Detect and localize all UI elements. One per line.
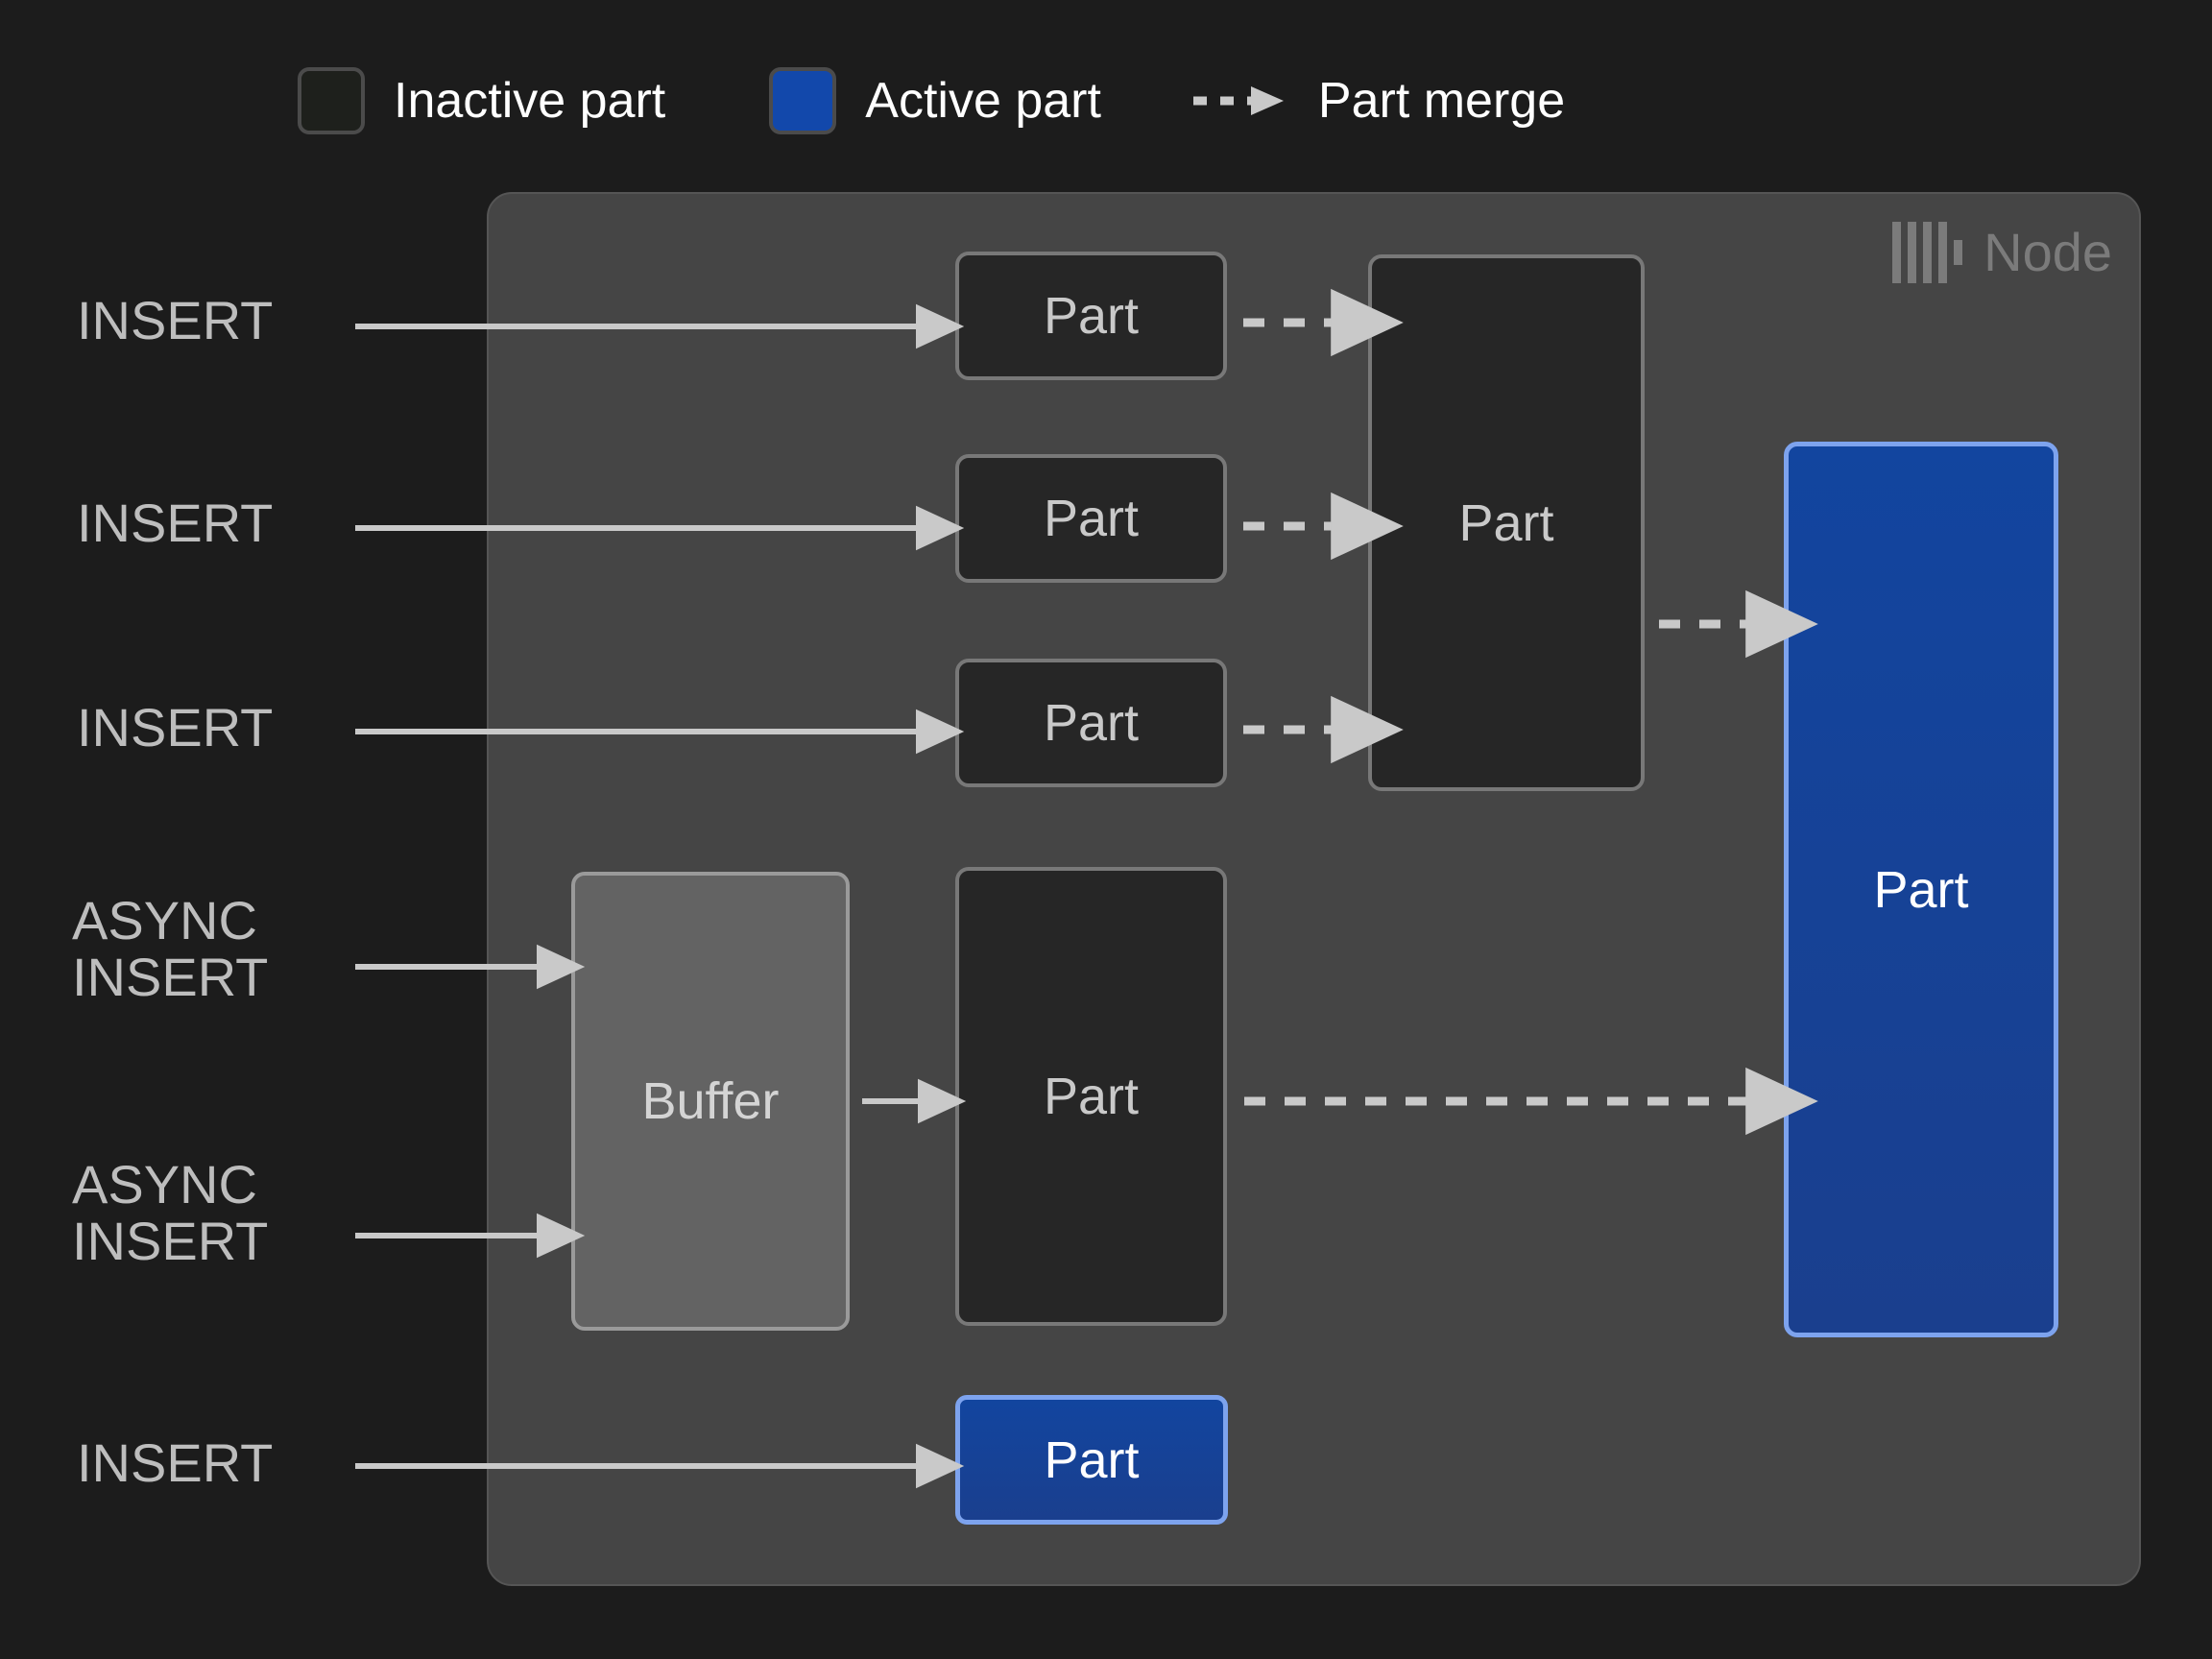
part-box-top-1[interactable]: Part: [955, 252, 1227, 380]
active-part-swatch-icon: [769, 67, 837, 134]
part-box-label: Part: [1458, 493, 1554, 552]
operation-label-insert-2: INSERT: [77, 493, 274, 553]
part-box-label: Part: [1043, 490, 1140, 547]
buffer-box-label: Buffer: [641, 1072, 780, 1130]
legend: Inactive part Active part Part merge: [298, 60, 1565, 142]
legend-label-part-merge: Part merge: [1317, 73, 1566, 129]
part-box-active-bottom[interactable]: Part: [955, 1395, 1228, 1525]
legend-item-active-part: Active part: [769, 67, 1101, 134]
legend-item-part-merge: Part merge: [1192, 73, 1566, 129]
buffer-box[interactable]: Buffer: [571, 872, 850, 1331]
part-box-buffered[interactable]: Part: [955, 867, 1227, 1326]
part-box-top-3[interactable]: Part: [955, 659, 1227, 787]
part-box-label: Part: [1043, 1068, 1140, 1125]
operation-label-insert-4: INSERT: [77, 1432, 274, 1493]
legend-label-active-part: Active part: [865, 73, 1101, 129]
part-box-top-2[interactable]: Part: [955, 454, 1227, 583]
dashed-arrow-icon: [1192, 84, 1289, 117]
part-box-label: Part: [1873, 860, 1969, 919]
part-box-merged-1[interactable]: Part: [1368, 254, 1645, 791]
operation-label-async-insert-1: ASYNC INSERT: [72, 890, 269, 1007]
legend-label-inactive-part: Inactive part: [394, 73, 666, 129]
part-box-label: Part: [1043, 694, 1140, 752]
inactive-part-swatch-icon: [298, 67, 365, 134]
operation-label-insert-1: INSERT: [77, 290, 274, 350]
part-box-label: Part: [1044, 1431, 1140, 1489]
node-title: Node: [1984, 222, 2112, 282]
legend-item-inactive-part: Inactive part: [298, 67, 665, 134]
part-box-label: Part: [1043, 287, 1140, 345]
operation-label-insert-3: INSERT: [77, 697, 274, 757]
node-badge: Node: [1892, 219, 2112, 286]
clickhouse-logo-icon: [1892, 222, 1963, 283]
operation-label-async-insert-2: ASYNC INSERT: [72, 1154, 269, 1271]
part-box-active-large[interactable]: Part: [1784, 442, 2058, 1337]
